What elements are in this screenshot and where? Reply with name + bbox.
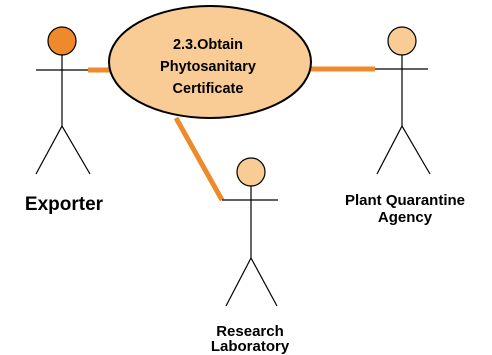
actor-exporter-label: Exporter — [24, 194, 104, 215]
actor-research-laboratory-label-line-2: Laboratory — [210, 338, 290, 355]
actor-research-laboratory-head — [236, 157, 266, 187]
actor-research-laboratory[interactable] — [222, 157, 278, 307]
actor-plant-quarantine-agency-right-leg — [401, 125, 431, 175]
actor-exporter-right-leg — [61, 125, 91, 175]
actor-plant-quarantine-agency-head — [387, 26, 417, 56]
use-case-label-line-3: Certificate — [172, 81, 244, 97]
actor-exporter-head — [47, 26, 77, 56]
use-case-label-line-1: 2.3.Obtain — [172, 37, 244, 53]
actor-plant-quarantine-agency-left-leg — [376, 125, 403, 175]
actor-plant-quarantine-agency-label-line-1: Plant Quarantine — [344, 192, 466, 209]
actor-plant-quarantine-agency-label-line-2: Agency — [377, 209, 433, 226]
use-case-label-line-2: Phytosanitary — [160, 59, 256, 75]
use-case-ellipse[interactable] — [108, 5, 312, 119]
actor-plant-quarantine-agency[interactable] — [375, 26, 431, 175]
association-research-laboratory — [173, 116, 225, 202]
actor-research-laboratory-label-line-1: Research — [216, 323, 284, 340]
actor-exporter-left-leg — [35, 125, 63, 175]
actor-research-laboratory-left-leg — [225, 257, 252, 307]
actor-exporter[interactable] — [35, 26, 91, 175]
actor-research-laboratory-right-leg — [250, 257, 278, 307]
